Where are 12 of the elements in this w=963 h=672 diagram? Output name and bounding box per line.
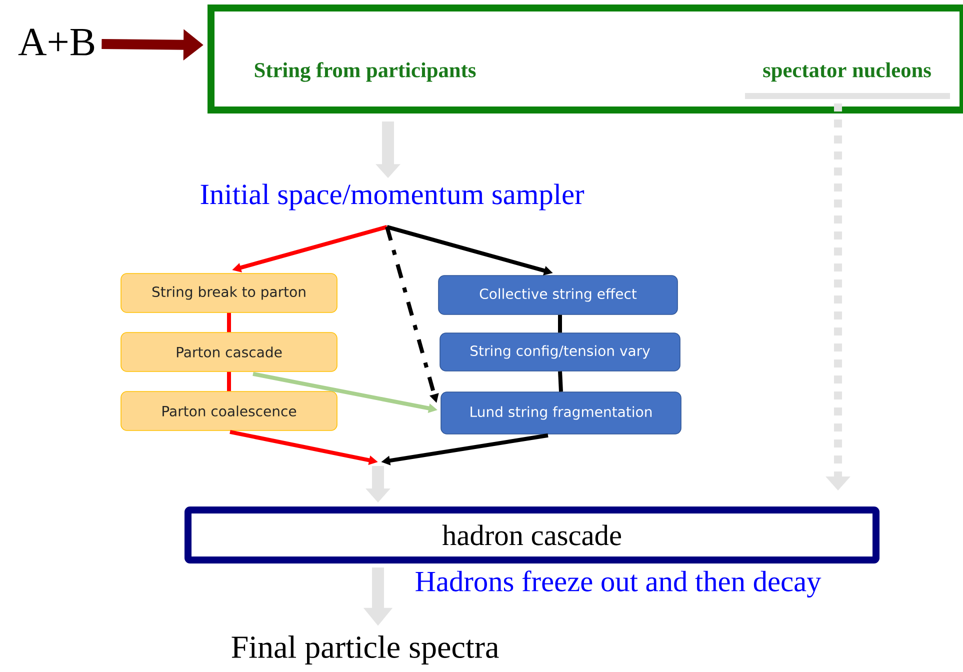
process-box: Lund string fragmentation — [440, 392, 682, 434]
process-box: String config/tension vary — [440, 332, 680, 372]
process-box: String from participants spectator nucleons — [208, 4, 963, 114]
process-box: hadron cascade — [184, 506, 880, 564]
process-box: Collective string effect — [438, 275, 678, 315]
text-label: A+B — [18, 28, 94, 56]
text-label: Final particle spectra — [232, 636, 499, 665]
text-label: Initial space/momentum sampler — [200, 184, 584, 210]
process-box: String break to parton — [120, 273, 338, 313]
process-box: Parton cascade — [120, 332, 338, 372]
edge-label: Hadrons freeze out and then decay — [413, 569, 823, 599]
process-box: Parton coalescence — [120, 391, 338, 431]
